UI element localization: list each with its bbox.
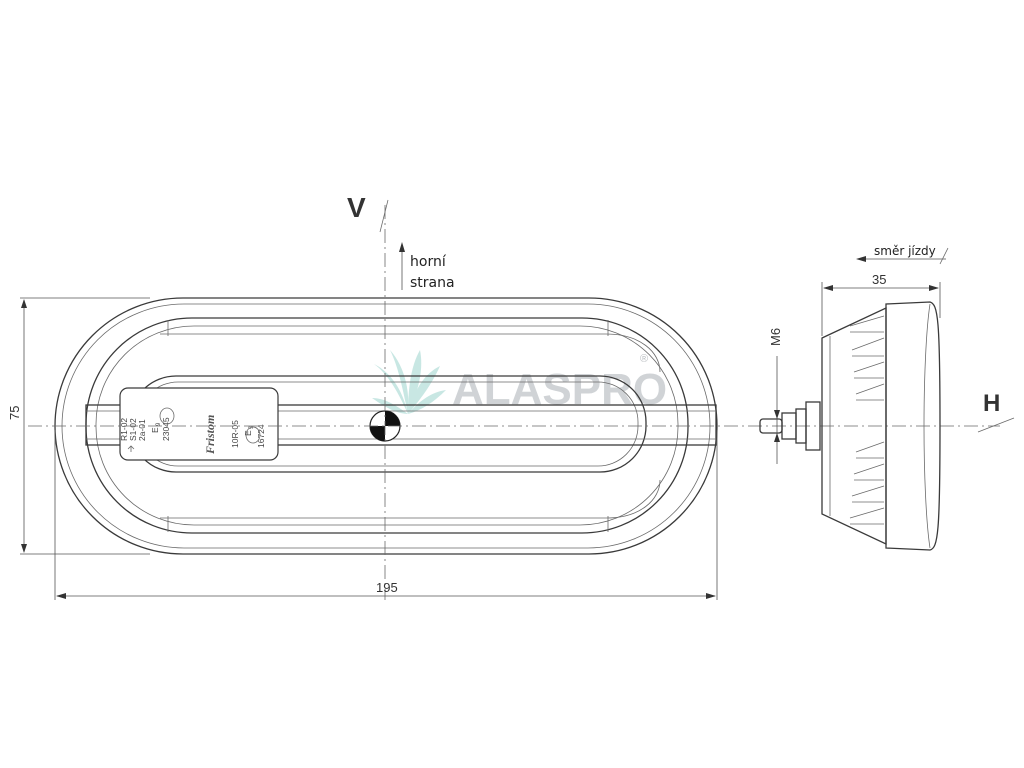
depth-dimension: 35: [821, 272, 941, 336]
label-code: S1-02: [128, 418, 138, 441]
top-side-indicator: horní strana: [399, 242, 455, 291]
width-dimension: 195: [54, 430, 718, 600]
homologation-label: R1-02 S1-02 2a-01 E 9 23045 Fristom 10R-…: [119, 387, 279, 461]
top-side-label-line2: strana: [410, 275, 455, 291]
up-arrow-icon: [399, 242, 405, 252]
horizontal-axis-tick: [977, 417, 1015, 433]
lens-bottom-curve: [160, 479, 661, 519]
top-side-label-line1: horní: [410, 254, 447, 270]
depth-value: 35: [872, 272, 886, 287]
arrow-icon: [127, 445, 135, 452]
thread-dimension: M6: [768, 328, 783, 464]
height-value: 75: [7, 406, 22, 420]
label-code: R1-02: [119, 418, 129, 441]
thread-value: M6: [768, 328, 783, 346]
width-value: 195: [376, 580, 398, 595]
watermark: ALASPRO ®: [372, 350, 667, 414]
height-dimension: 75: [7, 297, 150, 555]
label-number: 23045: [161, 417, 171, 441]
stud-base: [805, 401, 821, 451]
label-number: 16724: [256, 424, 266, 448]
watermark-registered: ®: [640, 353, 648, 365]
label-code: 2a-01: [137, 419, 147, 441]
e-mark-circle: [159, 407, 175, 425]
vertical-axis-label: V: [347, 192, 366, 223]
side-lens: [885, 301, 941, 551]
label-e-mark: E: [150, 427, 160, 433]
watermark-text: ALASPRO: [452, 365, 667, 414]
label-code: 10R-05: [230, 420, 240, 448]
left-arrow-icon: [856, 256, 866, 262]
direction-label: směr jízdy: [874, 244, 936, 258]
label-e-mark: E: [243, 430, 253, 436]
brand-logo: Fristom: [203, 415, 217, 455]
horizontal-axis-label: H: [983, 390, 1000, 417]
central-bar: [85, 404, 717, 446]
side-fins: [849, 315, 885, 525]
e-mark-circle: [245, 426, 261, 444]
lens-top-curve: [160, 333, 661, 373]
direction-of-travel: směr jízdy: [856, 244, 949, 265]
side-view: [759, 301, 941, 551]
vertical-axis-tick: [379, 199, 389, 233]
side-lens-edge: [923, 303, 931, 549]
frame-ring-inner: [95, 325, 679, 526]
label-e-mark-sub: 9: [156, 422, 162, 426]
